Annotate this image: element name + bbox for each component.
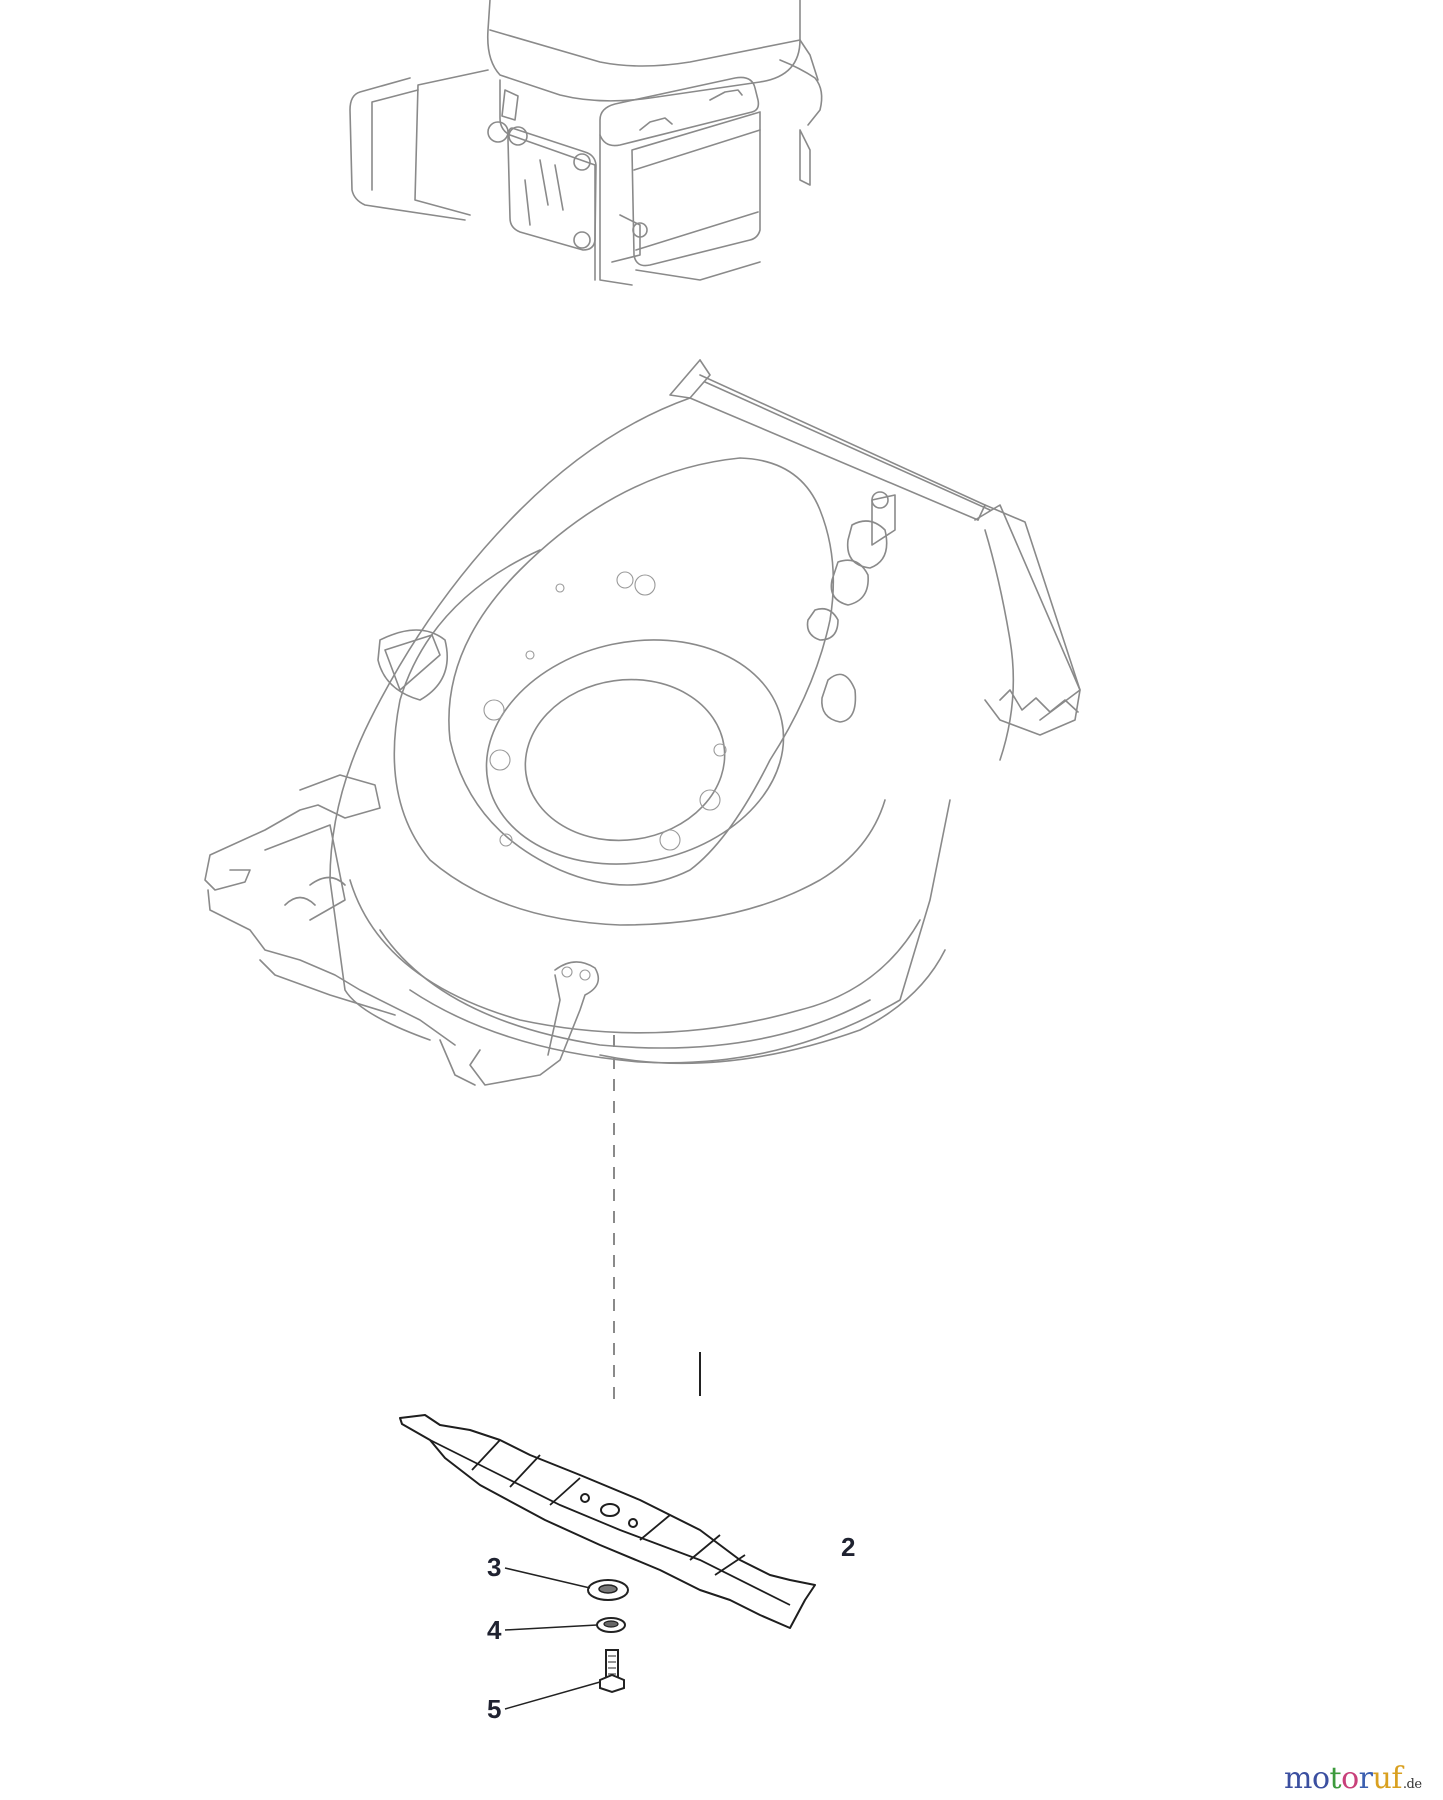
callout-5: 5 — [487, 1694, 502, 1724]
logo-letter: r — [1358, 1761, 1373, 1796]
callout-2: 2 — [841, 1532, 856, 1562]
logo-letter: t — [1329, 1761, 1342, 1796]
logo-letter: m — [1284, 1761, 1312, 1796]
leader-line-5 — [504, 1681, 601, 1710]
logo-letter: u — [1372, 1761, 1392, 1796]
logo-letter: f — [1391, 1761, 1402, 1796]
logo-tld: .de — [1402, 1777, 1422, 1792]
callout-3: 3 — [487, 1552, 502, 1582]
callout-4: 4 — [487, 1615, 502, 1645]
mower-deck-illustration — [204, 359, 1081, 1086]
leader-line-3 — [504, 1567, 591, 1589]
logo-letter: o — [1341, 1761, 1359, 1796]
bolt-illustration — [599, 1649, 625, 1694]
engine-illustration — [349, 0, 823, 286]
lock-washer-illustration — [596, 1617, 626, 1633]
leader-line-4 — [504, 1624, 598, 1631]
motoruf-watermark-logo: motoruf.de — [1284, 1761, 1422, 1796]
blade-illustration — [399, 1414, 816, 1629]
logo-letter: o — [1311, 1761, 1330, 1796]
washer-illustration — [587, 1579, 629, 1601]
